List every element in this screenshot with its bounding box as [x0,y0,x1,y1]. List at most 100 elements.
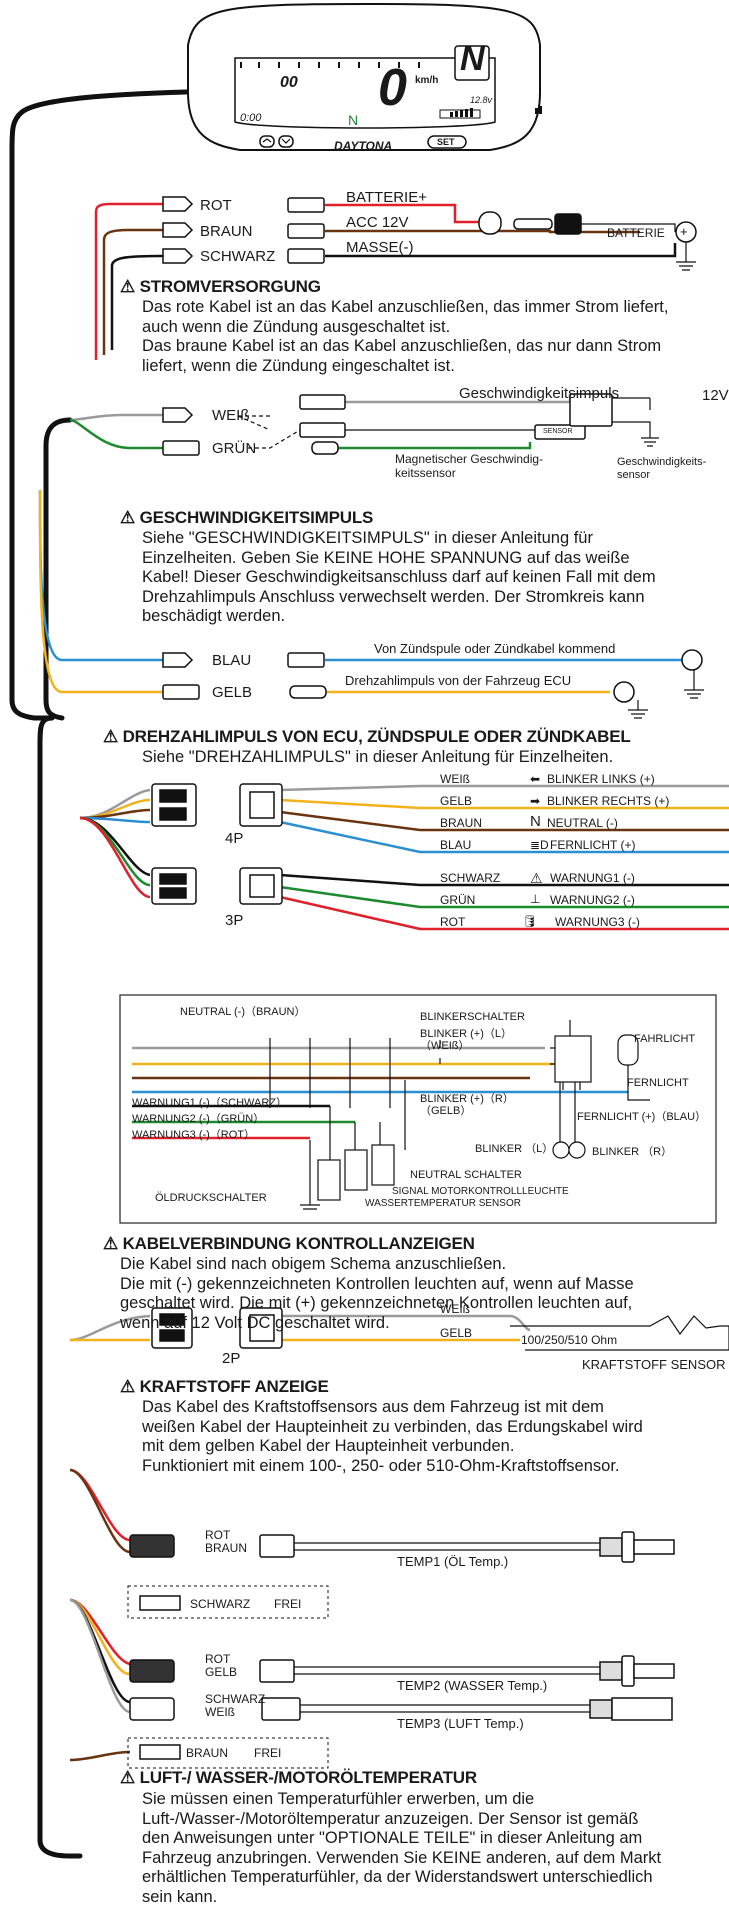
heading-kabelverbindung: ⚠ KABELVERBINDUNG KONTROLLANZEIGEN [103,1234,475,1254]
text-line: Kabel! Dieser Geschwindigkeitsanschluss … [142,568,656,588]
schema-blinker-l2: BLINKER （L） [475,1140,553,1156]
text-line: Siehe "DREHZAHLIMPULS" in dieser Anleitu… [142,748,613,768]
indicator-label-4: WARNUNG1 (-) [550,871,635,885]
rpm-source-coil: Von Zündspule oder Zündkabel kommend [374,641,615,656]
wire-gruen: GRÜN [212,440,256,457]
text-line: Luft-/Wasser-/Motoröltemperatur anzuzeig… [142,1810,661,1830]
heading-stromversorgung: ⚠ STROMVERSORGUNG [120,277,321,297]
meter-mini-digits: 00 [280,74,298,92]
rpm-source-ecu: Drehzahlimpuls von der Fahrzeug ECU [345,673,571,688]
svg-text:+: + [680,224,688,239]
indicator-label-2: NEUTRAL (-) [547,816,618,830]
meter-neutral: N [348,112,358,128]
meter-speed: 0 [378,58,407,118]
magnetic-sensor-label: Magnetischer Geschwindig- keitssensor [395,452,543,480]
text-line: Die Kabel sind nach obigem Schema anzusc… [120,1255,634,1275]
text-line: keitssensor [395,466,543,480]
text-line: mit dem gelben Kabel der Haupteinheit ve… [142,1437,643,1457]
text-line: Funktioniert mit einem 100-, 250- oder 5… [142,1457,643,1477]
meter-voltage: 12.8v [470,95,492,105]
temp1-wires: ROT BRAUN [205,1529,247,1555]
headlight-icon: ≣D [530,838,549,852]
wire-blau: BLAU [212,652,251,669]
text-line: liefert, wenn die Zündung eingeschaltet … [142,357,668,377]
schema-fernlicht: FERNLICHT [627,1077,689,1089]
temp1-label: TEMP1 (ÖL Temp.) [397,1554,508,1569]
indicator-wire-2: BRAUN [440,816,482,830]
wire-schwarz: SCHWARZ [200,248,275,265]
fuel-wire-gelb: GELB [440,1326,472,1340]
schema-blinker-r2: BLINKER （R） [592,1143,672,1159]
text-kraftstoff: Das Kabel des Kraftstoffsensors aus dem … [142,1398,643,1476]
heading-kraftstoff: ⚠ KRAFTSTOFF ANZEIGE [120,1377,329,1397]
meter-gear: N [460,40,485,79]
text-kabelverbindung: Die Kabel sind nach obigem Schema anzusc… [120,1255,634,1333]
indicator-wire-6: ROT [440,915,465,929]
text-line: Drehzahlimpuls Anschluss verwechselt wer… [142,588,656,608]
indicator-label-0: BLINKER LINKS (+) [547,772,655,786]
indicator-connectors [152,784,282,904]
speed-pulse-label: Geschwindigkeitsimpuls [459,385,619,402]
schema-fernlicht-blau: FERNLICHT (+)（BLAU） [577,1108,706,1124]
text-line: beschädigt werden. [142,607,656,627]
schema-warnung3: WARNUNG3 (-)（ROT） [132,1126,255,1142]
text-line: Die mit (-) gekennzeichneten Kontrollen … [120,1275,634,1295]
wiring-diagram: + [0,0,729,1865]
schema-fahrlicht: FAHRLICHT [634,1033,695,1045]
connector-2p: 2P [222,1350,240,1367]
text-geschwindigkeit: Siehe "GESCHWINDIGKEITSIMPULS" in dieser… [142,529,656,627]
text-line: den Anweisungen unter "OPTIONALE TEILE" … [142,1829,661,1849]
wire-weiss: WEIß [212,407,250,424]
indicator-wire-4: SCHWARZ [440,871,500,885]
fuel-sensor-label: KRAFTSTOFF SENSOR [582,1357,726,1372]
target-batterie-plus: BATTERIE+ [346,189,427,206]
schema-wasser: WASSERTEMPERATUR SENSOR [365,1198,521,1209]
schema-warnung1: WARNUNG1 (-)（SCHWARZ） [132,1094,287,1110]
text-line: sein kann. [142,1888,661,1907]
heading-geschwindigkeit-text: GESCHWINDIGKEITSIMPULS [140,508,374,527]
neutral-icon: N [530,813,541,830]
schema-neutral: NEUTRAL (-)（BRAUN） [180,1003,306,1019]
temperature-icon: ⊥ [530,892,540,906]
schema-blinkerschalter: BLINKERSCHALTER [420,1011,525,1023]
oil-can-icon: 🛢 [522,914,537,928]
text-line: Das Kabel des Kraftstoffsensors aus dem … [142,1398,643,1418]
connector-4p: 4P [225,830,243,847]
text-line: Das rote Kabel ist an das Kabel anzuschl… [142,298,668,318]
text-line: WEIß [205,1706,265,1719]
meter-set-label: SET [437,137,455,147]
heading-geschwindigkeit: ⚠ GESCHWINDIGKEITSIMPULS [120,508,373,528]
text-line: BLINKER (+)（L） [420,1028,512,1040]
arrow-right-icon: ➡ [530,794,540,808]
indicator-label-1: BLINKER RECHTS (+) [547,794,669,808]
schema-warnung2: WARNUNG2 (-)（GRÜN） [132,1110,264,1126]
indicator-label-3: FERNLICHT (+) [550,838,635,852]
indicator-label-6: WARNUNG3 (-) [555,915,640,929]
schema-signal: SIGNAL MOTORKONTROLLLEUCHTE [392,1186,569,1197]
temp1-free-label: FREI [274,1597,301,1611]
wire-braun: BRAUN [200,223,253,240]
text-line: wenn auf 12 Volt DC geschaltet wird. [120,1314,634,1334]
wire-gelb: GELB [212,684,252,701]
text-line: sensor [617,469,706,482]
schema-neutral-schalter: NEUTRAL SCHALTER [410,1169,522,1181]
text-line: Geschwindigkeits- [617,456,706,469]
speed-sensor-label: Geschwindigkeits- sensor [617,456,706,482]
temp3-label: TEMP3 (LUFT Temp.) [397,1716,524,1731]
meter-time: 0:00 [240,112,261,124]
fuel-ohm: 100/250/510 Ohm [521,1333,617,1347]
indicator-wire-1: GELB [440,794,472,808]
speed-12v: 12V [702,387,729,404]
connector-3p: 3P [225,912,243,929]
text-line: weißen Kabel der Haupteinheit zu verbind… [142,1418,643,1438]
schema-blinker-r: BLINKER (+)（R） （GELB） [420,1093,514,1117]
text-line: （GELB） [420,1105,514,1117]
target-masse: MASSE(-) [346,239,414,256]
schema-oeldruck: ÖLDRUCKSCHALTER [155,1192,267,1204]
text-line: Das braune Kabel ist an das Kabel anzusc… [142,337,668,357]
temp3-wires: SCHWARZ WEIß [205,1693,265,1719]
text-line: Sie müssen einen Temperaturfühler erwerb… [142,1790,661,1810]
indicator-wire-0: WEIß [440,772,470,786]
battery-label: BATTERIE [607,226,665,240]
wire-rot: ROT [200,197,232,214]
